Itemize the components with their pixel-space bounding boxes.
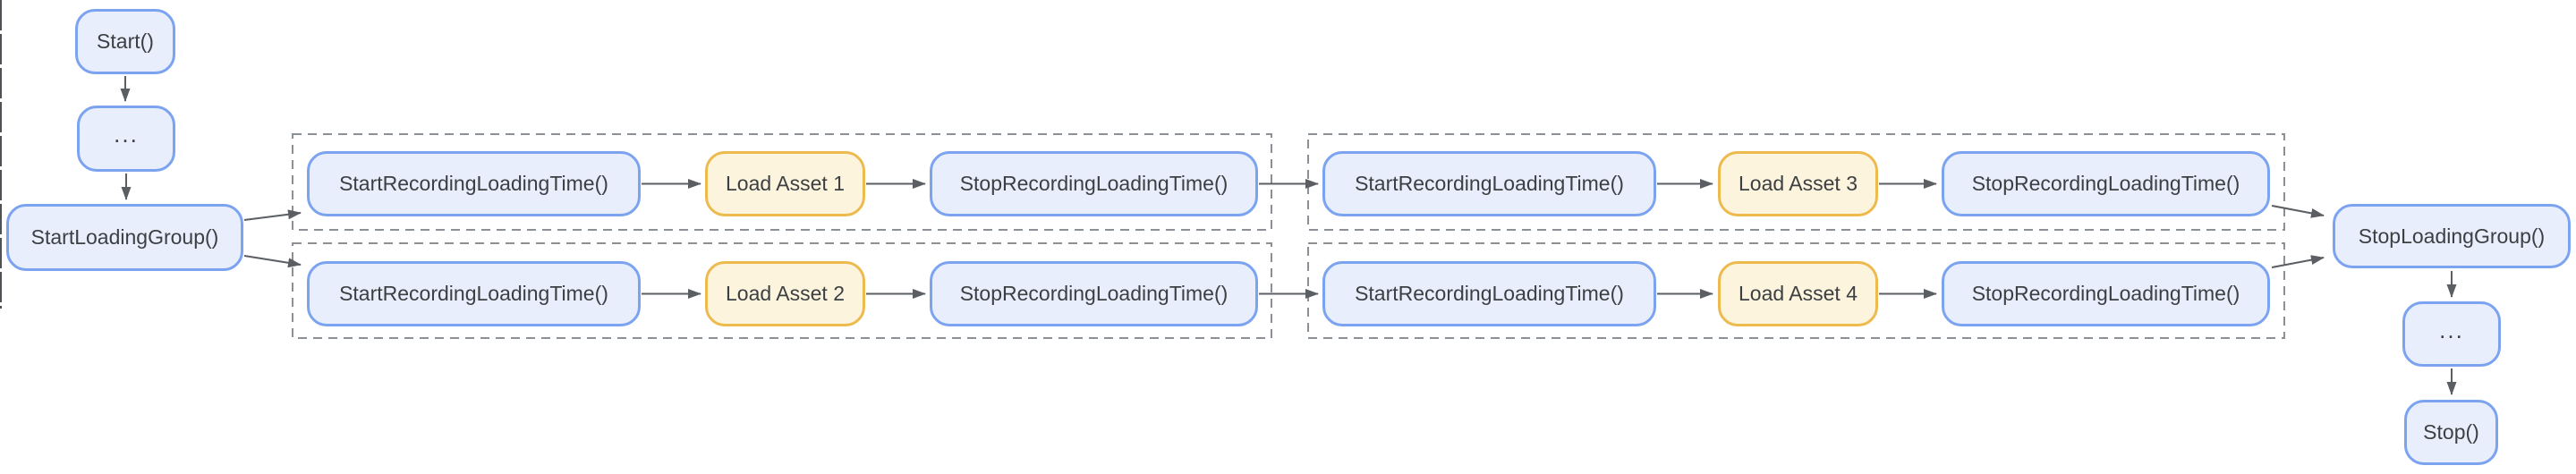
node-start-recording-4: StartRecordingLoadingTime() (1322, 261, 1656, 326)
node-start-recording-1: StartRecordingLoadingTime() (307, 151, 641, 216)
node-stop-recording-4: StopRecordingLoadingTime() (1942, 261, 2270, 326)
node-stop-recording-1: StopRecordingLoadingTime() (930, 151, 1258, 216)
node-stop: Stop() (2404, 400, 2498, 465)
node-stop-loading-group: StopLoadingGroup() (2333, 204, 2571, 268)
flow-arrow-row2-to-stopgroup (2271, 255, 2325, 268)
flow-arrow-startgroup-to-row2 (243, 255, 302, 268)
group-box-left-row2 (292, 242, 1272, 339)
flow-arrow-row1-to-stopgroup (2271, 205, 2325, 218)
node-start-recording-2: StartRecordingLoadingTime() (307, 261, 641, 326)
group-box-left-row1 (292, 133, 1272, 231)
group-box-right-row1 (1307, 133, 2285, 231)
node-ellipsis-top: ... (77, 106, 175, 172)
node-stop-recording-3: StopRecordingLoadingTime() (1942, 151, 2270, 216)
node-load-asset-3: Load Asset 3 (1718, 151, 1878, 216)
node-load-asset-2: Load Asset 2 (705, 261, 865, 326)
group-box-right-row2 (1307, 242, 2285, 339)
node-stop-recording-2: StopRecordingLoadingTime() (930, 261, 1258, 326)
node-start-loading-group: StartLoadingGroup() (6, 204, 243, 271)
node-start: Start() (75, 9, 175, 74)
node-start-recording-3: StartRecordingLoadingTime() (1322, 151, 1656, 216)
flow-arrow-startgroup-to-row1 (243, 209, 302, 221)
node-load-asset-4: Load Asset 4 (1718, 261, 1878, 326)
node-load-asset-1: Load Asset 1 (705, 151, 865, 216)
node-ellipsis-bottom: ... (2402, 301, 2501, 367)
